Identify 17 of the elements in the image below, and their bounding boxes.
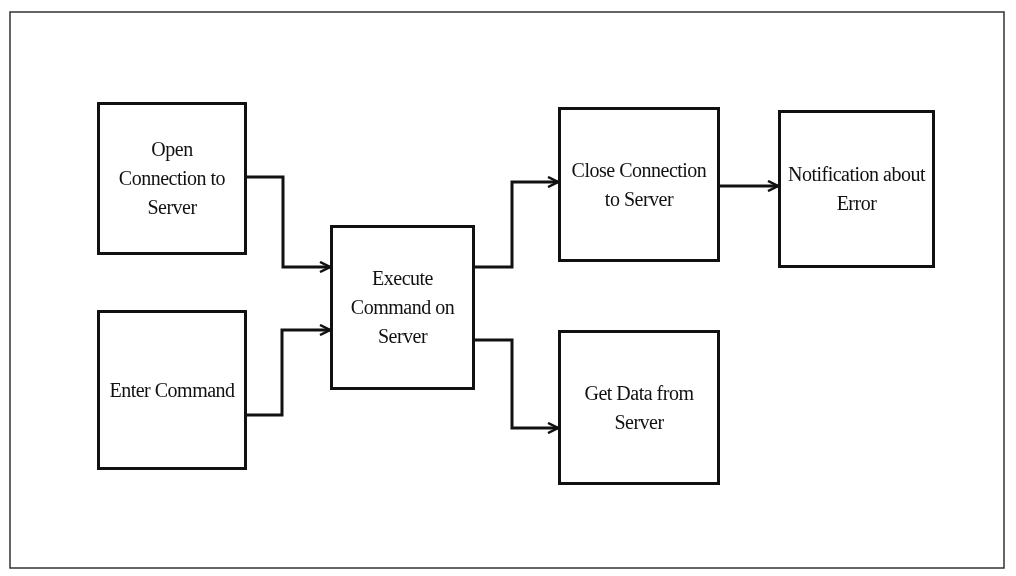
box-label: Enter Command xyxy=(109,377,235,403)
arrow xyxy=(475,175,560,269)
arrow xyxy=(247,323,332,417)
arrow xyxy=(247,175,332,274)
process-box xyxy=(97,102,247,255)
process-box xyxy=(558,330,720,485)
process-box xyxy=(778,110,935,268)
process-box xyxy=(558,107,720,262)
box-label: Get Data from Server xyxy=(583,380,695,435)
arrow xyxy=(720,179,780,193)
box-label: Execute Command on Server xyxy=(349,266,456,349)
arrow xyxy=(475,338,560,435)
process-box xyxy=(330,225,475,390)
box-label: Notification about Error xyxy=(787,162,926,216)
box-label: Open Connection to Server xyxy=(117,137,227,220)
box-label: Close Connection to Server xyxy=(570,157,708,212)
process-box xyxy=(97,310,247,470)
